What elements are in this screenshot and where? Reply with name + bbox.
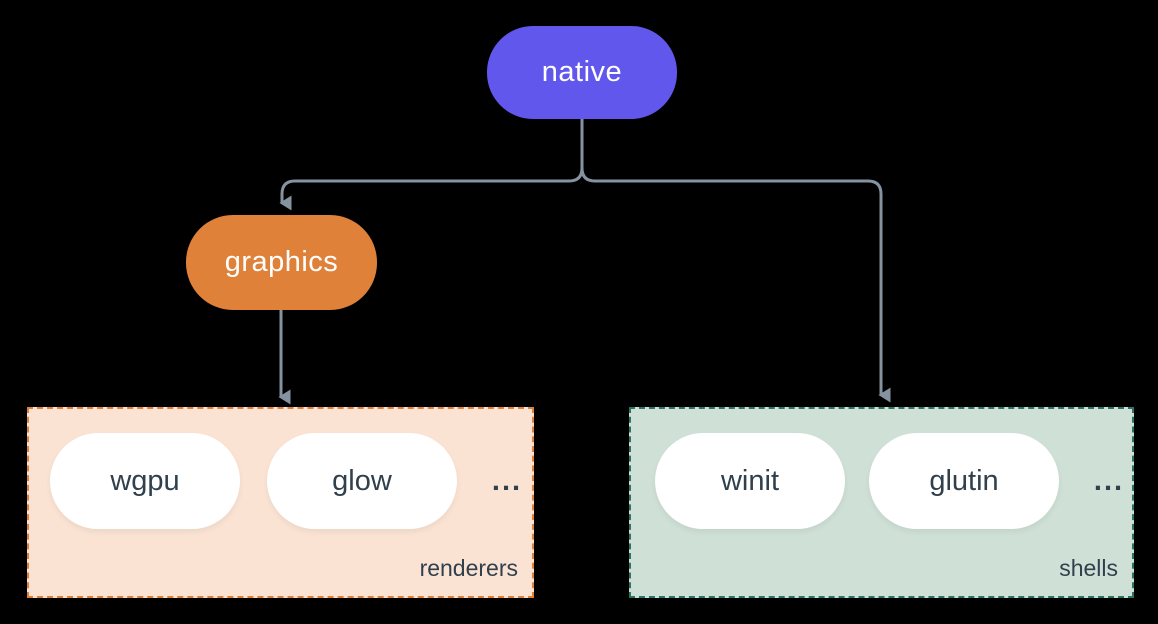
node-winit-label: winit — [720, 464, 779, 497]
group-shells-label: shells — [1059, 555, 1118, 581]
group-shells: winit glutin ... shells — [629, 407, 1134, 598]
node-winit: winit — [655, 433, 845, 529]
node-graphics-label: graphics — [224, 246, 339, 278]
node-glutin: glutin — [869, 433, 1059, 529]
node-glutin-label: glutin — [929, 464, 999, 497]
edge-native-to-shells — [580, 119, 891, 403]
edge-native-to-graphics — [279, 119, 584, 211]
node-native-label: native — [541, 56, 623, 88]
group-renderers: wgpu glow ... renderers — [27, 407, 534, 598]
node-wgpu-label: wgpu — [110, 464, 180, 497]
group-renderers-label: renderers — [419, 555, 518, 581]
node-native: native — [487, 26, 677, 119]
node-glow: glow — [267, 433, 457, 529]
node-glow-label: glow — [332, 464, 392, 497]
node-wgpu: wgpu — [50, 433, 240, 529]
renderers-ellipsis: ... — [491, 464, 523, 497]
node-graphics: graphics — [186, 215, 377, 310]
shells-ellipsis: ... — [1093, 464, 1125, 497]
